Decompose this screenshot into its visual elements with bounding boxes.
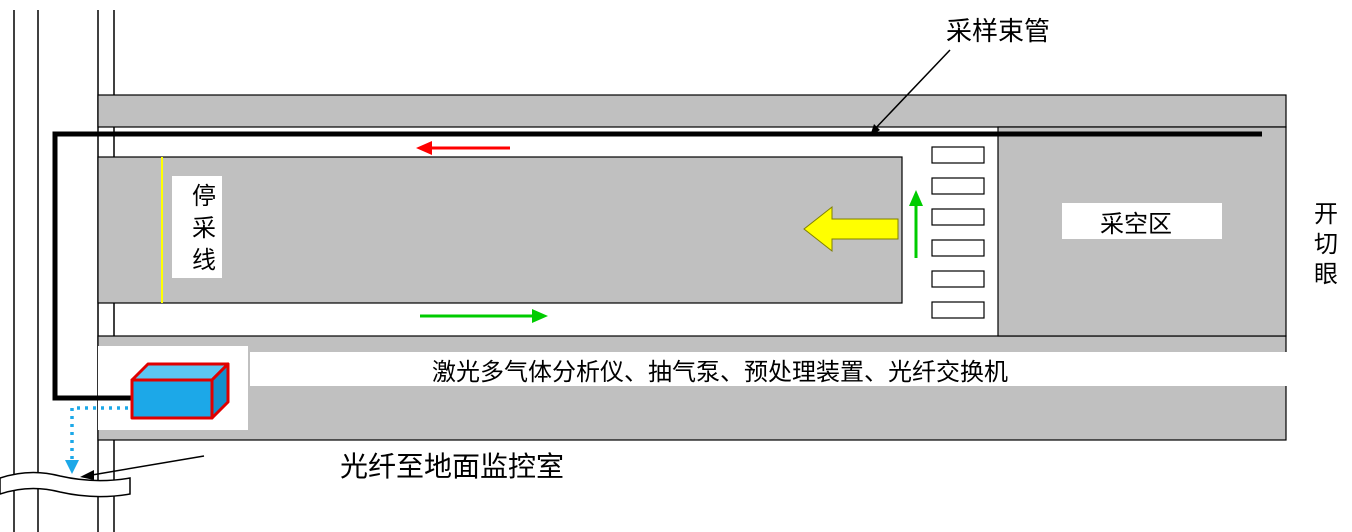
top-roadway bbox=[97, 94, 1287, 128]
working-panel bbox=[97, 156, 903, 304]
fiber-label: 光纤至地面监控室 bbox=[340, 450, 564, 483]
sampling-tube-line bbox=[52, 131, 1262, 401]
sampling-tube-leader bbox=[871, 49, 951, 133]
mining-direction-arrow bbox=[803, 205, 899, 253]
intake-air-arrow bbox=[420, 309, 548, 323]
roadway-layout bbox=[97, 94, 1287, 441]
analyzer-box bbox=[130, 362, 230, 420]
sampling-tube-label: 采样束管 bbox=[946, 17, 1050, 47]
stop-line-label-bg bbox=[172, 176, 222, 278]
stop-line-label: 停采线 bbox=[192, 182, 216, 274]
shaft-break-symbol bbox=[0, 471, 131, 498]
fiber-leader-arrowhead bbox=[80, 470, 94, 480]
return-air-arrow bbox=[416, 141, 510, 155]
bottom-roadway bbox=[97, 335, 1287, 441]
open-cut-label: 开切眼 bbox=[1314, 200, 1338, 288]
goaf-label: 采空区 bbox=[1100, 210, 1172, 238]
sampling-tube-leader-arrowhead bbox=[870, 124, 880, 136]
goaf-label-bg bbox=[1062, 203, 1222, 239]
support-symbols bbox=[931, 146, 985, 319]
face-air-arrow bbox=[909, 190, 923, 258]
fiber-optic-line bbox=[65, 406, 128, 474]
fiber-leader bbox=[85, 455, 205, 477]
equipment-label-band bbox=[250, 352, 1290, 386]
equipment-label: 激光多气体分析仪、抽气泵、预处理装置、光纤交换机 bbox=[432, 358, 1008, 386]
